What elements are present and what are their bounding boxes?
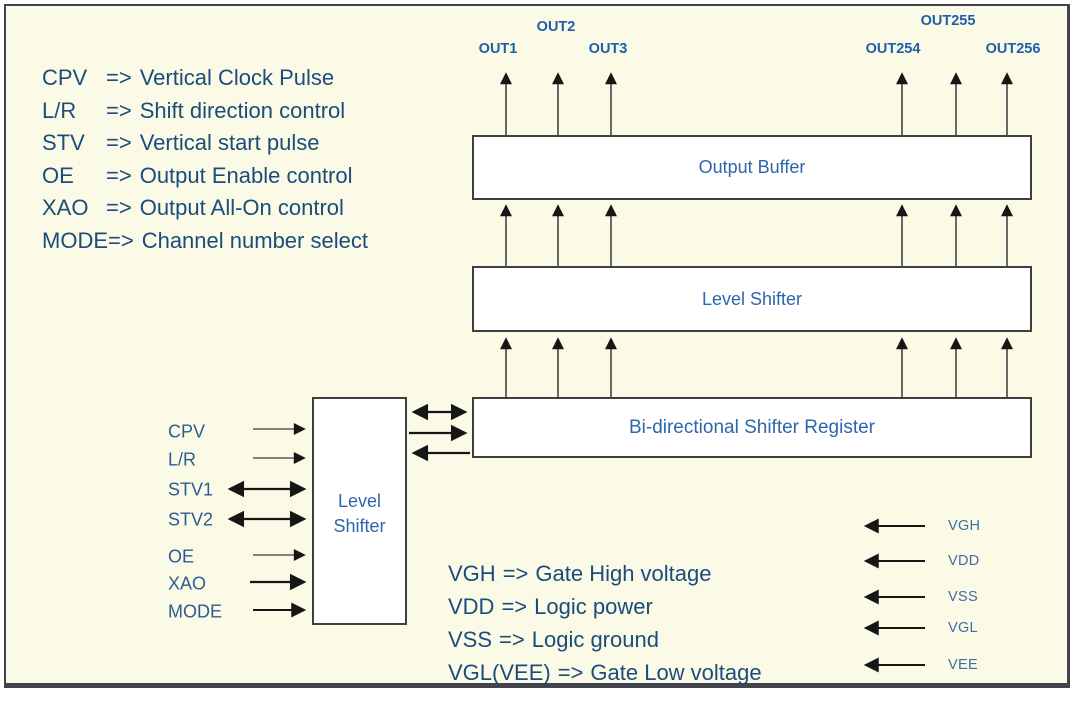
out2-label: OUT2 [536, 19, 576, 35]
out1-label: OUT1 [478, 41, 518, 57]
legend-key: OE [42, 162, 74, 188]
cpv-label: CPV [168, 421, 206, 442]
shift-register-block: Bi-directional Shifter Register [472, 397, 1032, 458]
xao-label: XAO [168, 573, 207, 594]
legend-row-vss: VSS => Logic ground [448, 623, 762, 656]
legend-row-oe: OE => Output Enable control [42, 160, 368, 193]
vgh-pin-label: VGH [948, 518, 981, 534]
legend-separator: => [106, 195, 132, 221]
legend-row-vdd: VDD => Logic power [448, 590, 762, 623]
vdd-pin-label: VDD [948, 553, 980, 569]
legend-desc: Output Enable control [139, 162, 353, 188]
legend-key: MODE [42, 227, 108, 253]
legend-key: VGL(VEE) [448, 659, 551, 685]
legend-desc: Shift direction control [139, 97, 346, 123]
level-shifter-label: Level Shifter [701, 288, 803, 309]
legend-row-vgl: VGL(VEE) => Gate Low voltage [448, 656, 762, 689]
legend-desc: Output All-On control [139, 195, 344, 221]
legend-desc: Vertical Clock Pulse [139, 65, 335, 91]
legend-key: VGH [448, 560, 496, 586]
out255-label: OUT255 [920, 13, 976, 29]
legend-row-lr: L/R => Shift direction control [42, 95, 368, 128]
legend-separator: => [106, 130, 132, 156]
legend-separator: => [106, 162, 132, 188]
legend-row-xao: XAO => Output All-On control [42, 192, 368, 225]
shift-register-label: Bi-directional Shifter Register [628, 416, 876, 438]
power-legend: VGH => Gate High voltage VDD => Logic po… [448, 557, 762, 689]
legend-desc: Gate High voltage [535, 560, 712, 586]
legend-row-stv: STV => Vertical start pulse [42, 127, 368, 160]
oe-label: OE [168, 546, 195, 567]
legend-separator: => [106, 65, 132, 91]
level-shifter-block: Level Shifter [472, 266, 1032, 332]
signal-legend: CPV => Vertical Clock Pulse L/R => Shift… [42, 62, 368, 257]
legend-separator: => [499, 626, 525, 652]
legend-key: VDD [448, 593, 495, 619]
legend-row-vgh: VGH => Gate High voltage [448, 557, 762, 590]
vee-pin-label: VEE [948, 657, 978, 673]
legend-key: STV [42, 130, 85, 156]
output-buffer-label: Output Buffer [698, 157, 806, 177]
legend-separator: => [106, 97, 132, 123]
out254-label: OUT254 [865, 41, 921, 57]
vgl-pin-label: VGL [948, 620, 978, 636]
legend-desc: Vertical start pulse [139, 130, 320, 156]
legend-desc: Channel number select [141, 227, 368, 253]
legend-desc: Gate Low voltage [590, 659, 762, 685]
level-shifter-small-label-line1: Level [337, 491, 382, 511]
diagram-frame [4, 4, 1070, 688]
legend-desc: Logic ground [531, 626, 659, 652]
level-shifter-small-block: Level Shifter [312, 397, 407, 625]
legend-separator: => [502, 560, 529, 586]
mode-label: MODE [168, 601, 222, 622]
out3-label: OUT3 [588, 41, 628, 57]
legend-key: CPV [42, 65, 88, 91]
legend-key: VSS [448, 626, 493, 652]
vss-pin-label: VSS [948, 589, 978, 605]
legend-row-mode: MODE => Channel number select [42, 225, 368, 258]
stv1-label: STV1 [168, 479, 214, 500]
legend-key: L/R [42, 97, 77, 123]
legend-desc: Logic power [534, 593, 653, 619]
stv2-label: STV2 [168, 509, 214, 530]
output-buffer-block: Output Buffer [472, 135, 1032, 200]
legend-key: XAO [42, 195, 89, 221]
lr-label: L/R [168, 449, 197, 470]
legend-row-cpv: CPV => Vertical Clock Pulse [42, 62, 368, 95]
level-shifter-small-label-line2: Shifter [333, 516, 386, 536]
out256-label: OUT256 [985, 41, 1041, 57]
legend-separator: => [108, 227, 134, 253]
legend-separator: => [557, 659, 584, 685]
legend-separator: => [501, 593, 528, 619]
